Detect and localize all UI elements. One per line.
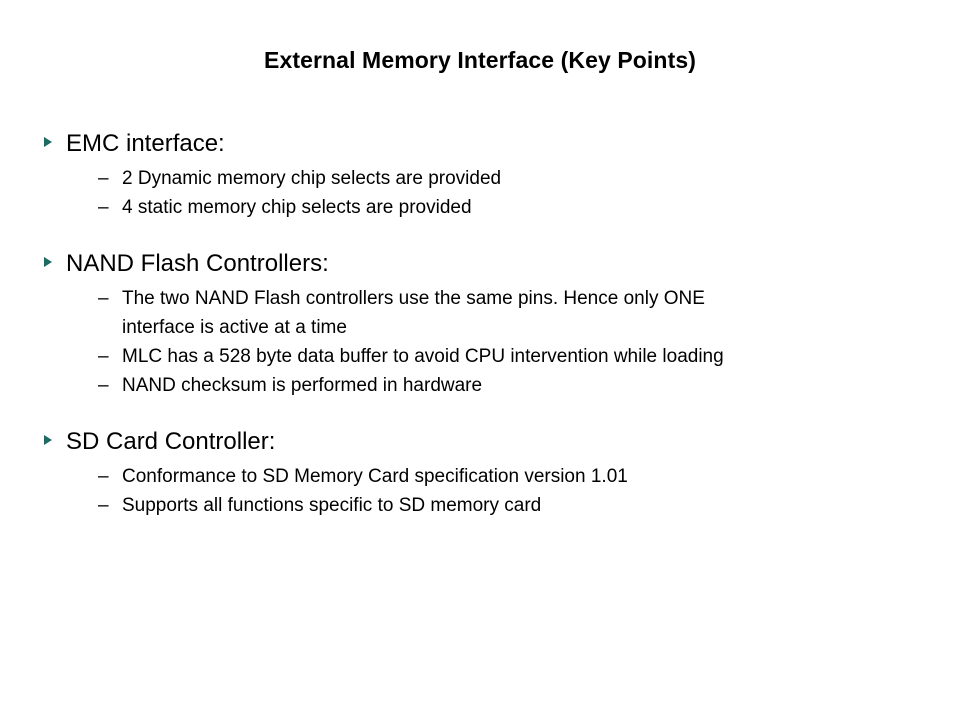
sub-bullet-list: – 2 Dynamic memory chip selects are prov… (44, 164, 924, 222)
bullet-heading-sd-card-controller: SD Card Controller: (44, 426, 924, 458)
sub-bullet-line: MLC has a 528 byte data buffer to avoid … (122, 346, 724, 367)
sub-bullet-label: 4 static memory chip selects are provide… (122, 193, 472, 222)
page-title: External Memory Interface (Key Points) (264, 47, 696, 73)
sub-bullet-line-continued: interface is active at a time (122, 317, 347, 338)
sub-bullet-line: 2 Dynamic memory chip selects are provid… (122, 168, 502, 189)
sub-bullet-label: 2 Dynamic memory chip selects are provid… (122, 164, 501, 193)
triangle-right-icon (44, 426, 66, 445)
slide-body: EMC interface: – 2 Dynamic memory chip s… (44, 128, 924, 520)
dash-icon: – (98, 375, 109, 396)
sub-bullet-item: – 4 static memory chip selects are provi… (44, 193, 924, 222)
bullet-heading-label: EMC interface: (66, 130, 225, 157)
sub-bullet-list: – Conformance to SD Memory Card specific… (44, 462, 924, 520)
sub-bullet-item: – 2 Dynamic memory chip selects are prov… (44, 164, 924, 193)
dash-icon: – (98, 495, 109, 516)
sub-bullet-label: MLC has a 528 byte data buffer to avoid … (122, 342, 724, 371)
triangle-right-icon (44, 248, 66, 267)
sub-bullet-item: – Conformance to SD Memory Card specific… (44, 462, 924, 491)
sub-bullet-label: NAND checksum is performed in hardware (122, 371, 482, 400)
bullet-group-nand-flash-controllers: NAND Flash Controllers: – The two NAND F… (44, 248, 924, 400)
dash-icon: – (98, 197, 109, 218)
sub-bullet-line: Conformance to SD Memory Card specificat… (122, 466, 628, 487)
sub-bullet-item: – The two NAND Flash controllers use the… (44, 284, 924, 342)
dash-icon: – (98, 168, 109, 189)
sub-bullet-list: – The two NAND Flash controllers use the… (44, 284, 924, 400)
bullet-group-emc-interface: EMC interface: – 2 Dynamic memory chip s… (44, 128, 924, 222)
sub-bullet-label: Conformance to SD Memory Card specificat… (122, 462, 628, 491)
sub-bullet-line: NAND checksum is performed in hardware (122, 375, 483, 396)
sub-bullet-item: – NAND checksum is performed in hardware (44, 371, 924, 400)
bullet-heading-label: NAND Flash Controllers: (66, 250, 329, 277)
sub-bullet-line: 4 static memory chip selects are provide… (122, 197, 472, 218)
bullet-heading-emc-interface: EMC interface: (44, 128, 924, 160)
sub-bullet-line: Supports all functions specific to SD me… (122, 495, 542, 516)
bullet-heading-label: SD Card Controller: (66, 428, 276, 455)
sub-bullet-label: Supports all functions specific to SD me… (122, 491, 541, 520)
sub-bullet-item: – Supports all functions specific to SD … (44, 491, 924, 520)
bullet-heading-nand-flash-controllers: NAND Flash Controllers: (44, 248, 924, 280)
dash-icon: – (98, 466, 109, 487)
dash-icon: – (98, 346, 109, 367)
sub-bullet-line: The two NAND Flash controllers use the s… (122, 288, 705, 309)
bullet-group-sd-card-controller: SD Card Controller: – Conformance to SD … (44, 426, 924, 520)
dash-icon: – (98, 288, 109, 309)
sub-bullet-label: The two NAND Flash controllers use the s… (122, 284, 705, 342)
sub-bullet-item: – MLC has a 528 byte data buffer to avoi… (44, 342, 924, 371)
triangle-right-icon (44, 128, 66, 147)
